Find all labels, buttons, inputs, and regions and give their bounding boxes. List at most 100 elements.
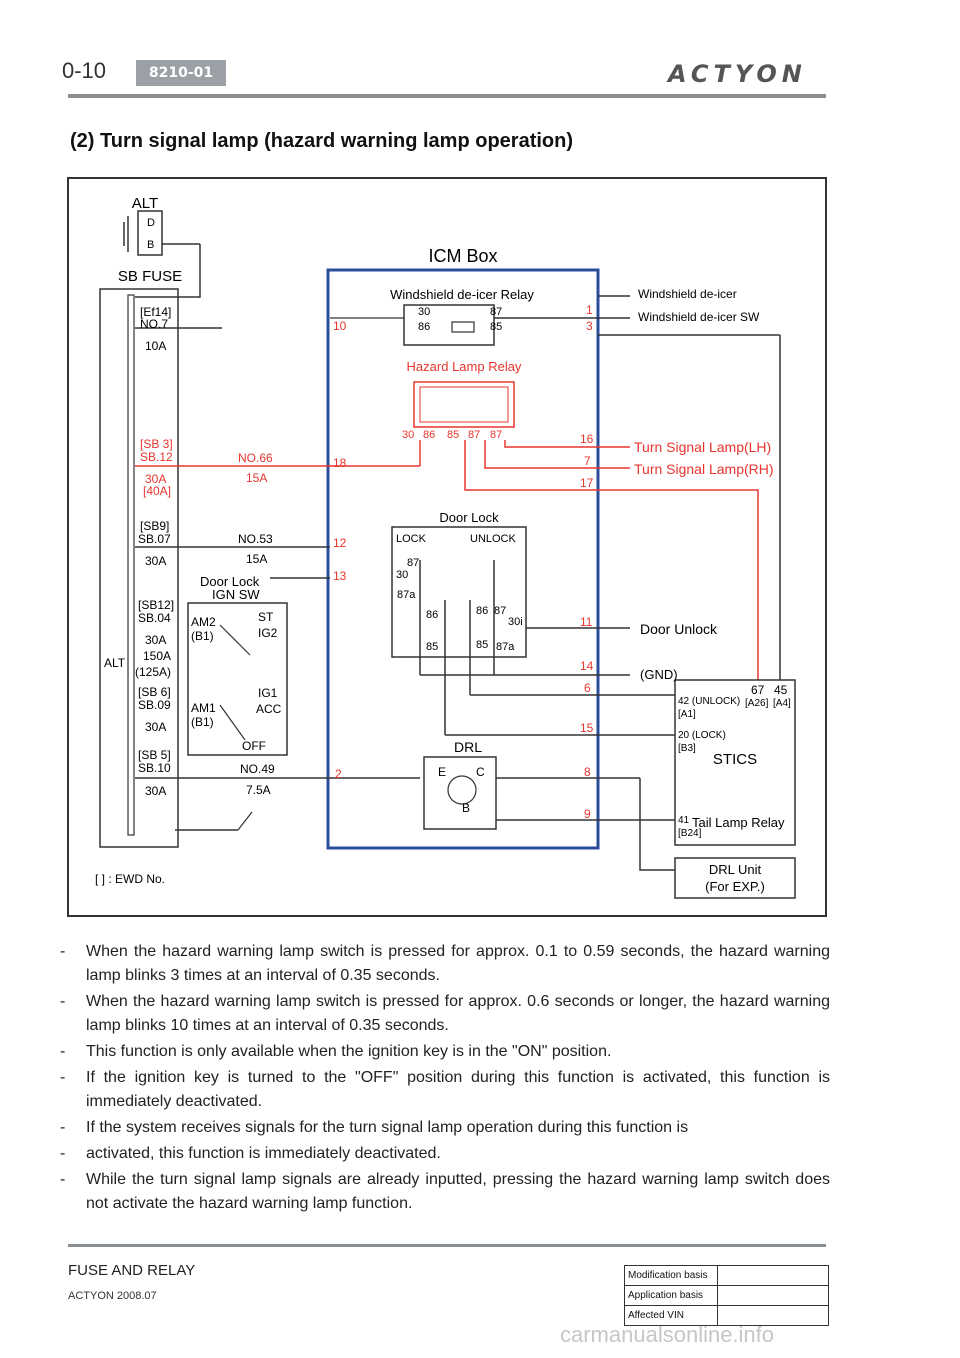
description-text: This function is only available when the… bbox=[86, 1043, 612, 1060]
alt-side-label: ALT bbox=[104, 656, 126, 670]
dl-86a: 86 bbox=[426, 609, 438, 621]
fuse-sb09-amp: 30A bbox=[145, 720, 166, 734]
fuse-no7-amp: 10A bbox=[145, 339, 166, 353]
table-row: Modification basis bbox=[624, 1265, 829, 1286]
stics-pin-b3: [B3] bbox=[678, 743, 696, 754]
dl-unlock: UNLOCK bbox=[470, 533, 517, 545]
fuse-no53: NO.53 bbox=[238, 532, 273, 546]
out-door-unlock: Door Unlock bbox=[640, 621, 718, 637]
drl-box bbox=[423, 756, 497, 830]
fuse-sb3: [SB 3] bbox=[140, 437, 173, 451]
dl-87a: 87a bbox=[397, 589, 416, 601]
icm-pin-3: 3 bbox=[586, 319, 593, 333]
fuse-sb09: SB.09 bbox=[138, 698, 171, 712]
fuse-sb6: [SB 6] bbox=[138, 685, 171, 699]
description-text: While the turn signal lamp signals are a… bbox=[86, 1171, 830, 1212]
drl-e: E bbox=[438, 765, 446, 779]
ign-acc: ACC bbox=[256, 702, 282, 716]
fuse-sb12b: [SB12] bbox=[138, 598, 174, 612]
icm-pin-18: 18 bbox=[333, 456, 347, 470]
ewd-note: [ ] : EWD No. bbox=[95, 872, 165, 886]
fuse-ef14: [Ef14] bbox=[140, 305, 171, 319]
ws-pin-87: 87 bbox=[490, 306, 502, 318]
description-item: -This function is only available when th… bbox=[60, 1043, 612, 1060]
dl-86b: 86 bbox=[476, 605, 488, 617]
ign-sw-title: IGN SW bbox=[212, 587, 260, 602]
page-heading: (2) Turn signal lamp (hazard warning lam… bbox=[70, 130, 574, 152]
icm-pin-13: 13 bbox=[333, 569, 347, 583]
description-text: When the hazard warning lamp switch is p… bbox=[86, 993, 830, 1034]
drl-unit-box bbox=[674, 857, 796, 899]
drl-title: DRL bbox=[454, 739, 482, 755]
out-windshield-deicer: Windshield de-icer bbox=[638, 287, 737, 301]
fuse-no53-amp: 15A bbox=[246, 552, 267, 566]
stics-pin-a26: [A26] bbox=[745, 698, 769, 709]
fuse-sb04-amp: 30A bbox=[145, 633, 166, 647]
alt-main-amp: 150A bbox=[143, 649, 171, 663]
description-item: -When the hazard warning lamp switch is … bbox=[60, 943, 830, 984]
footer-divider bbox=[68, 1244, 826, 1247]
header-divider bbox=[68, 94, 826, 98]
hazard-relay-box bbox=[413, 381, 515, 428]
ign-ig2: IG2 bbox=[258, 626, 278, 640]
out-windshield-deicer-sw: Windshield de-icer SW bbox=[638, 310, 760, 324]
fuse-sb10-amp: 30A bbox=[145, 784, 166, 798]
table-cell-value bbox=[717, 1285, 829, 1306]
ws-pin-30: 30 bbox=[418, 306, 430, 318]
hazard-pin-85: 85 bbox=[447, 429, 459, 441]
dl-30i: 30i bbox=[508, 616, 523, 628]
table-cell-value bbox=[717, 1265, 829, 1286]
ign-am1-sub: (B1) bbox=[191, 715, 214, 729]
fuse-sb07: SB.07 bbox=[138, 532, 171, 546]
fuse-no66: NO.66 bbox=[238, 451, 273, 465]
fuse-no49: NO.49 bbox=[240, 762, 275, 776]
footer-model: ACTYON 2008.07 bbox=[68, 1290, 157, 1302]
fuse-sb12-amp: 30A bbox=[145, 472, 166, 486]
hazard-relay-title: Hazard Lamp Relay bbox=[407, 359, 522, 374]
dl-87: 87 bbox=[407, 557, 419, 569]
table-cell-label: Modification basis bbox=[624, 1265, 718, 1286]
icm-pin-14: 14 bbox=[580, 659, 594, 673]
hazard-pin-30: 30 bbox=[402, 429, 414, 441]
fuse-sb5: [SB 5] bbox=[138, 748, 171, 762]
fuse-sb12-alt: [40A] bbox=[143, 484, 171, 498]
description-item: -activated, this function is immediately… bbox=[60, 1145, 441, 1162]
stics-pin-b24: [B24] bbox=[678, 828, 702, 839]
dl-85a: 85 bbox=[426, 641, 438, 653]
dl-85b: 85 bbox=[476, 639, 488, 651]
icm-pin-9: 9 bbox=[584, 807, 591, 821]
door-lock-relay-box bbox=[391, 526, 527, 658]
table-row: Affected VIN bbox=[624, 1305, 829, 1326]
stics-pin-67: 67 bbox=[751, 683, 765, 697]
stics-box bbox=[674, 679, 796, 846]
icm-pin-11: 11 bbox=[580, 615, 593, 629]
ign-ig1: IG1 bbox=[258, 686, 278, 700]
stics-pin-a1: [A1] bbox=[678, 709, 696, 720]
alt-top-label: ALT bbox=[132, 195, 158, 212]
fuse-no7: NO.7 bbox=[140, 317, 168, 331]
footer-title: FUSE AND RELAY bbox=[68, 1262, 196, 1279]
icm-pin-7: 7 bbox=[584, 454, 591, 468]
description-item: -While the turn signal lamp signals are … bbox=[60, 1171, 830, 1212]
description-item: -If the system receives signals for the … bbox=[60, 1119, 689, 1136]
brand-logo: ACTYON bbox=[668, 60, 807, 88]
icm-pin-17: 17 bbox=[580, 476, 594, 490]
description-item: -If the ignition key is turned to the "O… bbox=[60, 1069, 830, 1110]
icm-pin-15: 15 bbox=[580, 721, 594, 735]
description-text: If the ignition key is turned to the "OF… bbox=[86, 1069, 830, 1110]
ign-switch-box bbox=[187, 602, 288, 756]
description-text: If the system receives signals for the t… bbox=[86, 1119, 689, 1136]
icm-pin-12: 12 bbox=[333, 536, 347, 550]
alt-block bbox=[137, 210, 163, 256]
alt-terminal-d: D bbox=[147, 217, 155, 229]
icm-pin-10: 10 bbox=[333, 319, 347, 333]
ws-pin-86: 86 bbox=[418, 321, 430, 333]
stics-pin-42: 42 (UNLOCK) bbox=[678, 696, 740, 707]
fuse-no49-amp: 7.5A bbox=[246, 783, 271, 797]
wiring-diagram-frame: ALT D B SB FUSE ICM Box [Ef14] NO.7 10A … bbox=[67, 177, 827, 917]
sb-fuse-title: SB FUSE bbox=[118, 268, 182, 285]
door-lock-title: Door Lock bbox=[439, 510, 499, 525]
stics-pin-20: 20 (LOCK) bbox=[678, 730, 726, 741]
icm-box-title: ICM Box bbox=[428, 246, 497, 266]
sb-fuse-block bbox=[99, 288, 179, 848]
